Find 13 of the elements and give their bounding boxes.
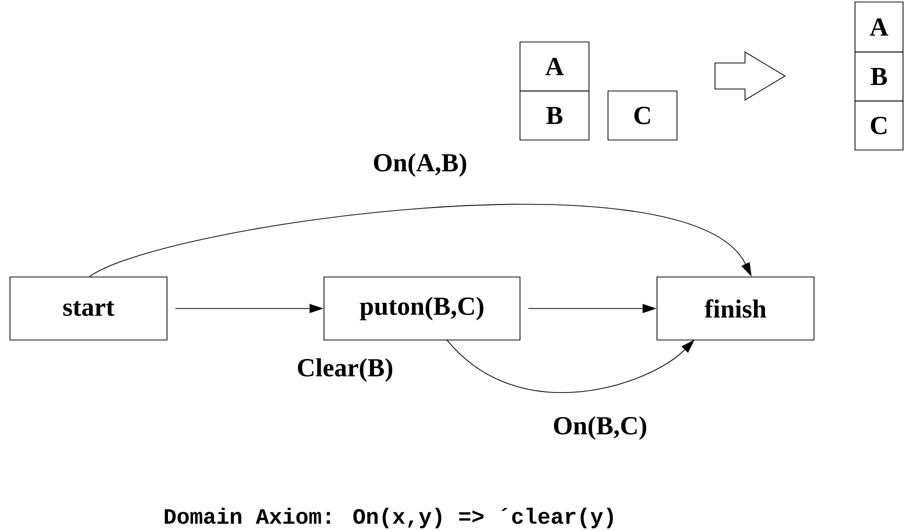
block-box: B: [854, 52, 904, 102]
block-box: C: [854, 100, 904, 150]
process-box: finish: [656, 276, 814, 340]
condition-label: Clear(B): [298, 358, 392, 382]
process-box: puton(B,C): [324, 276, 520, 340]
block-box: C: [608, 90, 678, 140]
edge-label: On(A,B): [374, 153, 466, 177]
block-box: A: [520, 42, 590, 92]
process-box: start: [10, 276, 168, 340]
axiom-text: Domain Axiom: On(x,y) => ´clear(y): [164, 508, 613, 528]
block-box: A: [854, 2, 904, 52]
block-box: B: [520, 90, 590, 140]
edge-label: On(B,C): [554, 416, 646, 440]
